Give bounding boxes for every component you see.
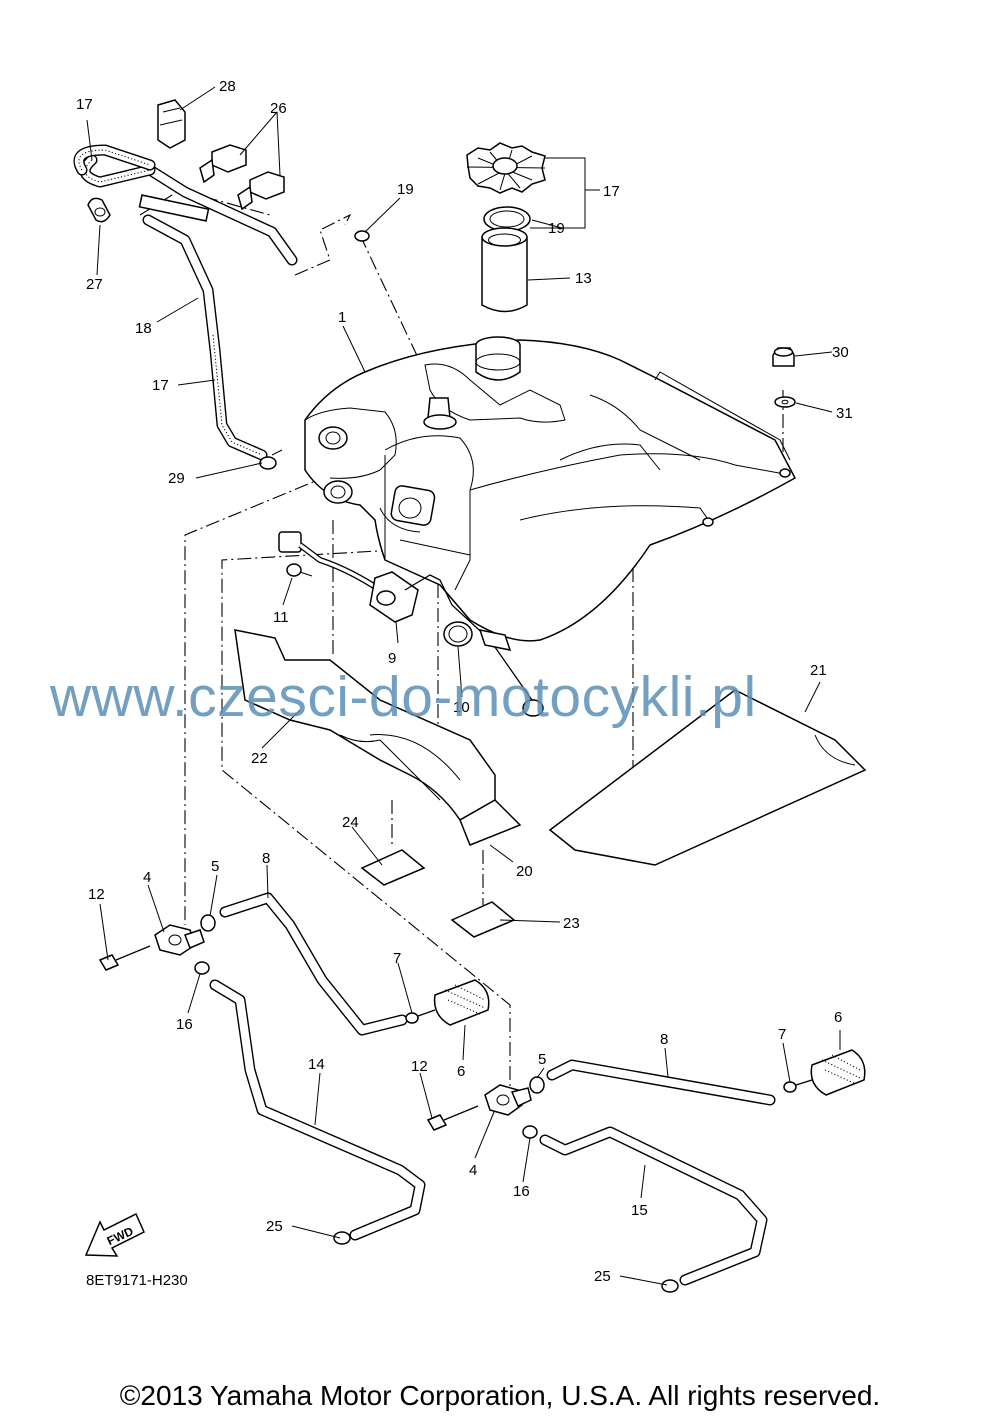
callout-9: 9 bbox=[388, 650, 396, 667]
hose-8-right bbox=[546, 1059, 776, 1106]
breather-hose bbox=[73, 144, 298, 461]
callout-14: 14 bbox=[308, 1056, 325, 1073]
hose-8-left bbox=[219, 892, 408, 1036]
cap-gasket bbox=[483, 206, 531, 232]
callout-25-right: 25 bbox=[594, 1268, 611, 1285]
callout-26: 26 bbox=[270, 100, 287, 117]
clamp-16-right bbox=[522, 1125, 538, 1139]
bolt-12-right bbox=[426, 1105, 479, 1131]
callout-21: 21 bbox=[810, 662, 827, 679]
bolt-19 bbox=[354, 230, 370, 242]
callout-3: 19 bbox=[548, 220, 565, 237]
fuel-sender bbox=[278, 531, 544, 717]
heat-protector-20 bbox=[459, 799, 522, 846]
clamp-5-right bbox=[529, 1076, 545, 1094]
callout-12-left: 12 bbox=[88, 886, 105, 903]
callout-8-left: 8 bbox=[262, 850, 270, 867]
fuel-cock-right bbox=[484, 1084, 532, 1116]
check-valve-26b bbox=[237, 171, 285, 211]
screw-11 bbox=[286, 563, 313, 577]
callout-1: 1 bbox=[338, 309, 346, 326]
callout-5-left: 5 bbox=[211, 858, 219, 875]
fuel-cap bbox=[466, 142, 546, 194]
filler-strainer bbox=[481, 227, 528, 313]
callout-6-left: 6 bbox=[457, 1063, 465, 1080]
damper-24 bbox=[360, 849, 426, 886]
callout-17-top: 17 bbox=[76, 96, 93, 113]
callout-28: 28 bbox=[219, 78, 236, 95]
callout-23: 23 bbox=[563, 915, 580, 932]
callout-5-right: 5 bbox=[538, 1051, 546, 1068]
callout-19: 19 bbox=[397, 181, 414, 198]
callout-11: 11 bbox=[273, 609, 289, 626]
damper-nut bbox=[772, 347, 795, 367]
clamp-25-right bbox=[661, 1279, 679, 1293]
clamp-25-left bbox=[333, 1231, 351, 1245]
heat-protector-21 bbox=[548, 689, 867, 866]
hose-14 bbox=[209, 979, 426, 1241]
callout-7-right: 7 bbox=[778, 1026, 786, 1043]
callout-2: 17 bbox=[603, 183, 620, 200]
copyright-notice: ©2013 Yamaha Motor Corporation, U.S.A. A… bbox=[119, 1380, 881, 1411]
callout-16-left: 16 bbox=[176, 1016, 193, 1033]
callout-22: 22 bbox=[251, 750, 268, 767]
callout-12-right: 12 bbox=[411, 1058, 428, 1075]
check-valve-26a bbox=[199, 144, 247, 184]
watermark: www.czesci-do-motocykli.pl bbox=[50, 665, 757, 729]
hose-clip-27 bbox=[87, 197, 111, 223]
hose-clamp-29 bbox=[259, 449, 283, 470]
clamp-5-left bbox=[200, 914, 216, 932]
callout-7-left: 7 bbox=[393, 950, 401, 967]
reference-code: 8ET9171-H230 bbox=[86, 1272, 188, 1289]
hose-15 bbox=[539, 1126, 768, 1286]
callout-15: 15 bbox=[631, 1202, 648, 1219]
callout-16-right: 16 bbox=[513, 1183, 530, 1200]
callout-29: 29 bbox=[168, 470, 185, 487]
callout-31: 31 bbox=[836, 405, 853, 422]
callout-4-right: 4 bbox=[469, 1162, 477, 1179]
callout-30: 30 bbox=[832, 344, 849, 361]
callout-17-mid: 17 bbox=[152, 377, 169, 394]
callout-6-right: 6 bbox=[834, 1009, 842, 1026]
damper-23 bbox=[450, 901, 516, 938]
fuel-filter-left bbox=[405, 979, 490, 1026]
leader-lines bbox=[86, 86, 841, 1286]
fwd-arrow-icon: FWD bbox=[84, 1212, 145, 1257]
callout-8-right: 8 bbox=[660, 1031, 668, 1048]
callout-13: 13 bbox=[575, 270, 592, 287]
callout-4-left: 4 bbox=[143, 869, 151, 886]
hose-clamp-28 bbox=[157, 99, 186, 149]
fuel-tank bbox=[304, 336, 797, 642]
fuel-cock-left bbox=[154, 924, 205, 956]
fuel-filter-right bbox=[783, 1049, 866, 1096]
callout-27: 27 bbox=[86, 276, 103, 293]
callout-labels: 1 17 19 13 30 31 19 28 26 17 27 18 17 29… bbox=[76, 78, 853, 1285]
callout-10: 10 bbox=[453, 699, 470, 716]
callout-24: 24 bbox=[342, 814, 359, 831]
callout-18: 18 bbox=[135, 320, 152, 337]
callout-20: 20 bbox=[516, 863, 533, 880]
callout-25-left: 25 bbox=[266, 1218, 283, 1235]
heat-protector-22 bbox=[234, 629, 496, 821]
washer bbox=[774, 396, 796, 408]
clamp-16-left bbox=[194, 961, 210, 975]
